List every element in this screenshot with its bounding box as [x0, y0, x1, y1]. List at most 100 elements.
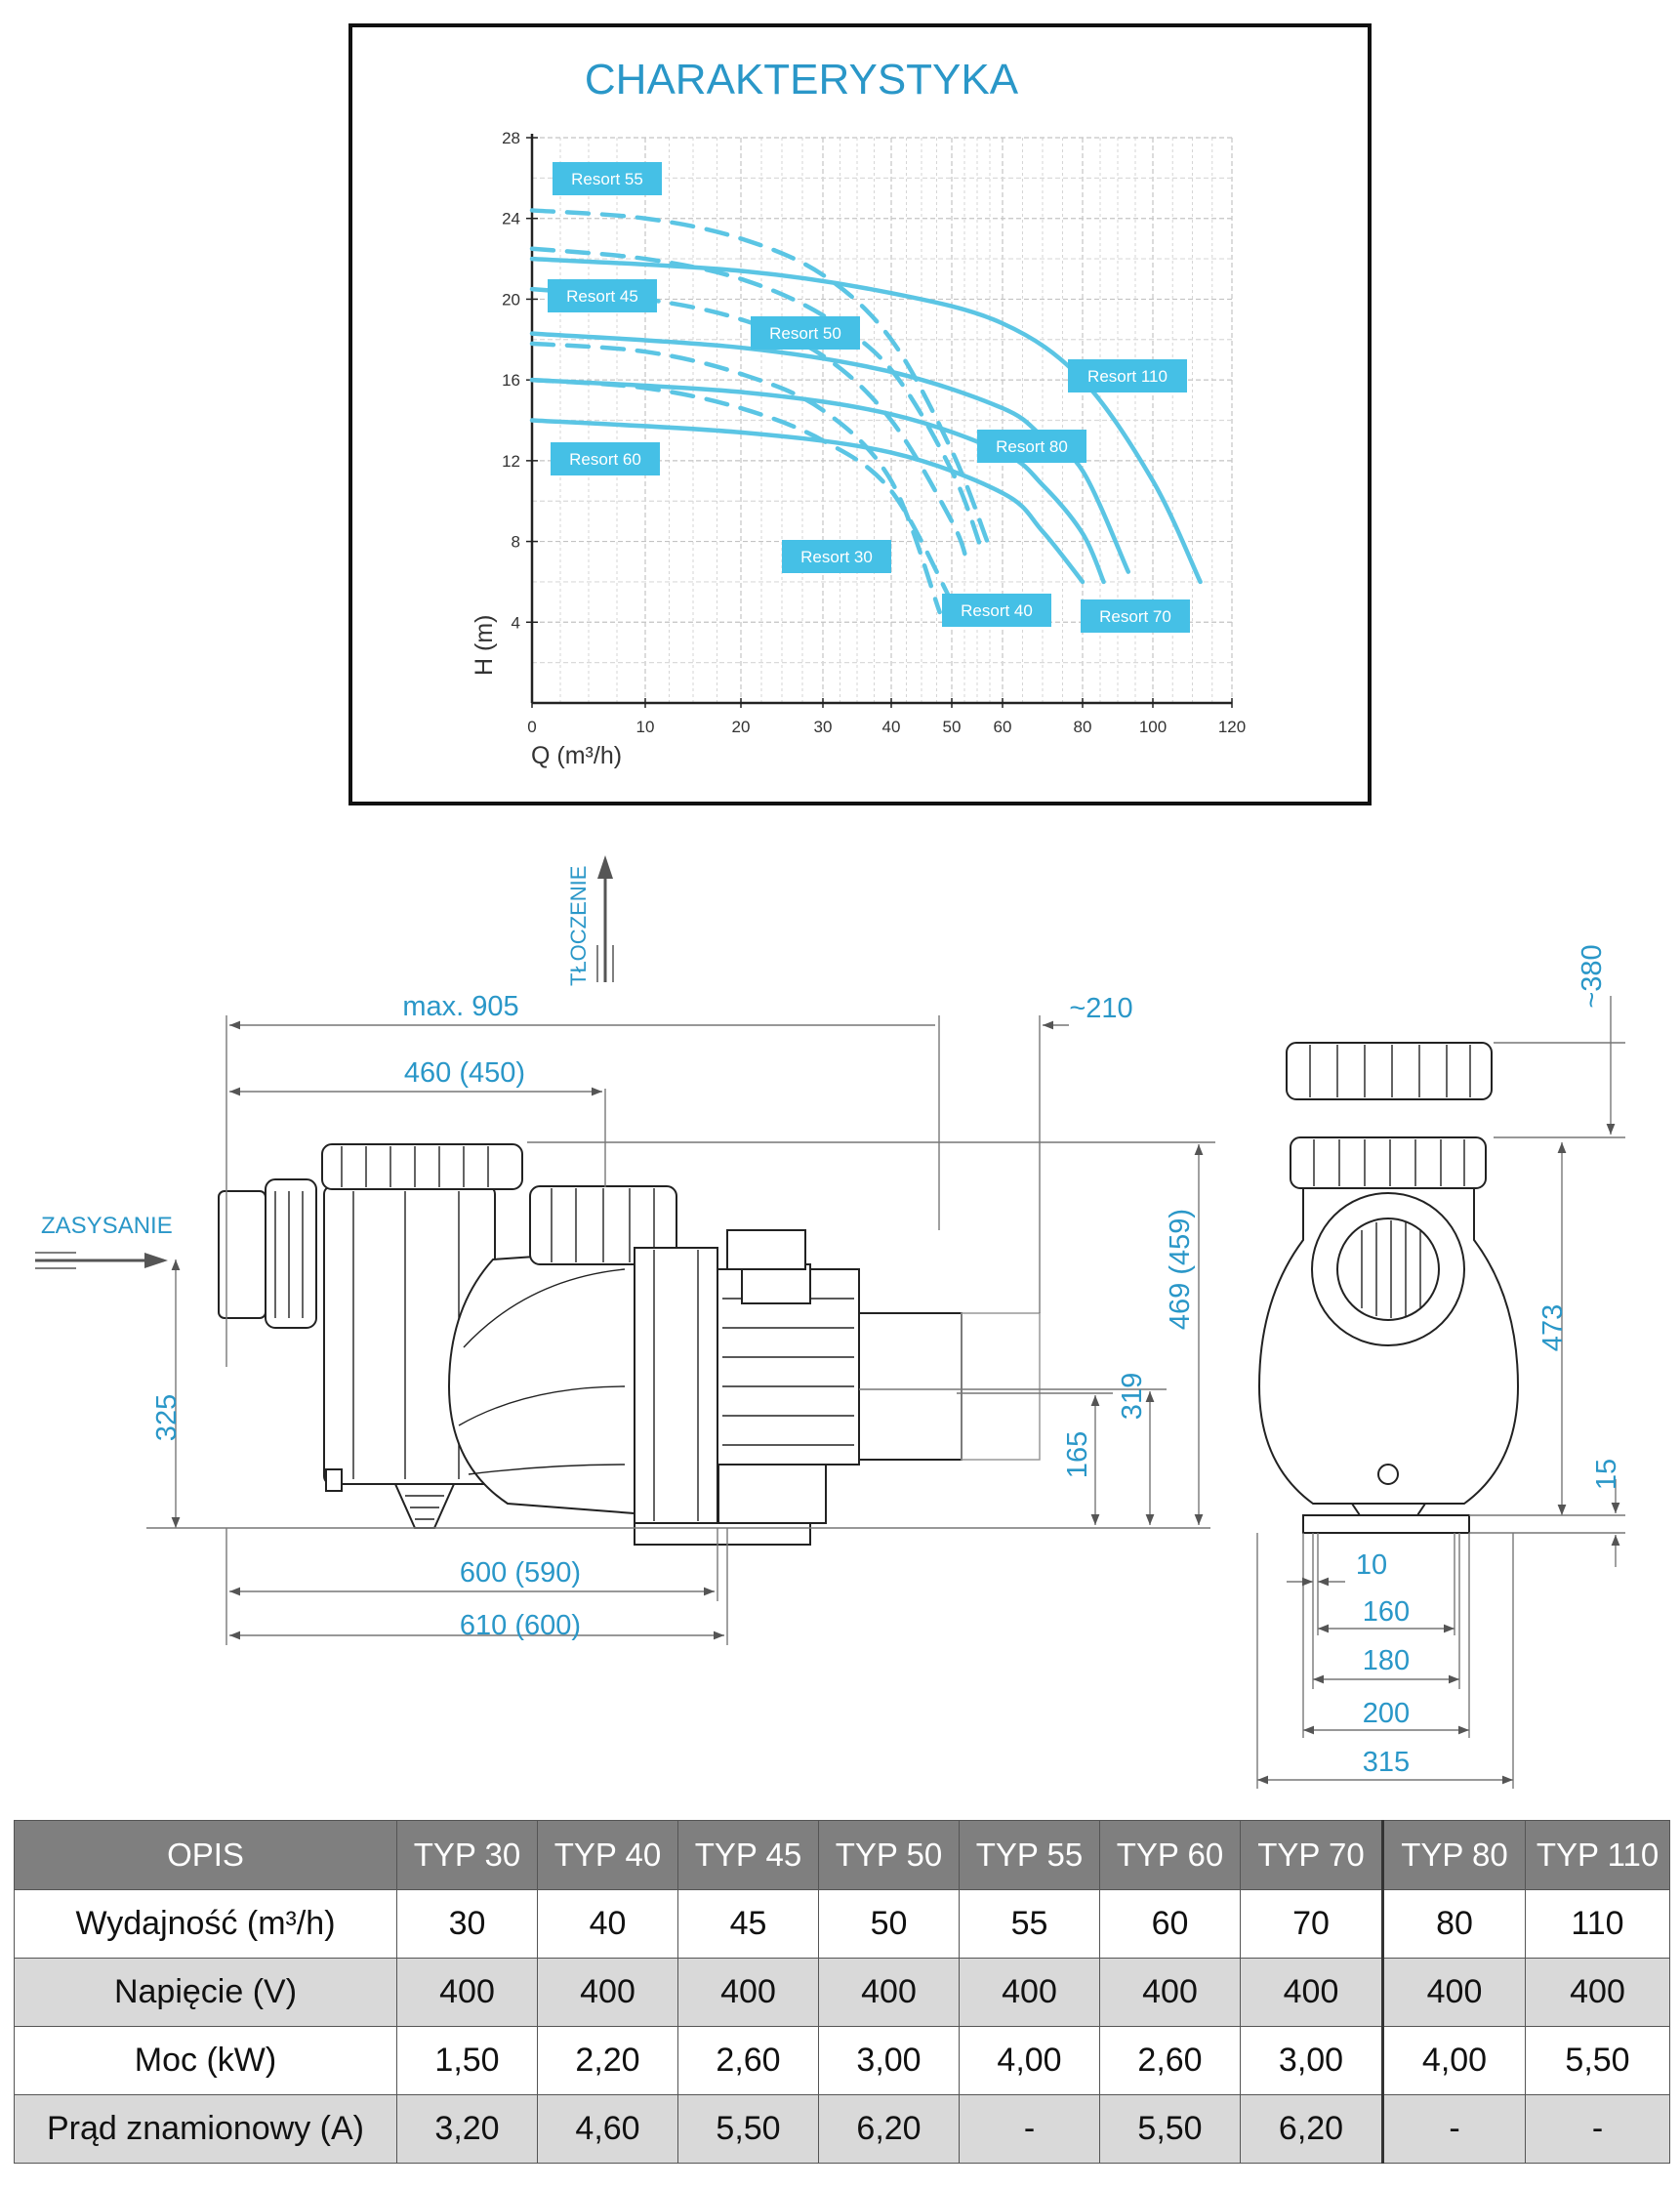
x-tick-label: 100 — [1139, 718, 1167, 736]
column-header: TYP 110 — [1525, 1820, 1670, 1890]
column-header: TYP 70 — [1240, 1820, 1383, 1890]
pump-front-view — [1257, 1042, 1520, 1534]
side-dimension-lines — [146, 1015, 1215, 1645]
dim-base-length: 600 (590) — [460, 1557, 581, 1589]
dim-foot-height: 165 — [1062, 1431, 1093, 1478]
table-cell: 4,60 — [537, 2094, 678, 2164]
row-label: Moc (kW) — [14, 2026, 397, 2095]
table-row: Napięcie (V) 400 400 400 400 400 400 400… — [14, 1958, 1670, 2027]
series-label: Resort 30 — [800, 548, 873, 566]
series-label-box — [551, 442, 660, 475]
y-tick-label: 4 — [512, 613, 520, 632]
table-cell: 40 — [537, 1889, 678, 1959]
table-cell: 3,00 — [818, 2026, 960, 2095]
table-row: Moc (kW) 1,50 2,20 2,60 3,00 4,00 2,60 3… — [14, 2026, 1670, 2095]
table-cell: 4,00 — [1381, 2026, 1526, 2095]
column-header: TYP 45 — [677, 1820, 819, 1890]
table-cell: 70 — [1240, 1889, 1383, 1959]
table-cell: 6,20 — [1240, 2094, 1383, 2164]
column-header: TYP 55 — [959, 1820, 1100, 1890]
column-header: TYP 50 — [818, 1820, 960, 1890]
series-line — [529, 331, 1131, 574]
pump-side-view — [218, 1143, 1041, 1546]
series-label-box — [1081, 599, 1190, 633]
table-row: Prąd znamionowy (A) 3,20 4,60 5,50 6,20 … — [14, 2094, 1670, 2164]
table-cell: 5,50 — [677, 2094, 819, 2164]
column-header: TYP 40 — [537, 1820, 678, 1890]
dim-basket-axis: 460 (450) — [404, 1057, 525, 1089]
y-tick-label: 20 — [502, 290, 520, 309]
dim-outlet-height: 469 (459) — [1165, 1209, 1196, 1330]
x-tick-label: 40 — [882, 718, 901, 736]
row-label: Prąd znamionowy (A) — [14, 2094, 397, 2164]
column-header: TYP 30 — [396, 1820, 538, 1890]
x-tick-label: 10 — [636, 718, 655, 736]
table-cell: 5,50 — [1099, 2094, 1241, 2164]
dim-foot-180: 180 — [1363, 1645, 1410, 1676]
series-label-box — [942, 594, 1051, 627]
x-tick-label: 50 — [943, 718, 962, 736]
series-label: Resort 80 — [996, 437, 1068, 456]
series-label-box — [1068, 359, 1187, 392]
y-tick-label: 8 — [512, 533, 520, 552]
dim-base-plate: 15 — [1591, 1459, 1622, 1490]
table-cell: 110 — [1525, 1889, 1670, 1959]
table-cell: 3,00 — [1240, 2026, 1383, 2095]
dim-lid-clearance: ~380 — [1577, 944, 1608, 1008]
series-label: Resort 70 — [1099, 607, 1171, 626]
series-label: Resort 45 — [566, 287, 638, 306]
table-cell: 5,50 — [1525, 2026, 1670, 2095]
x-axis-label: Q (m³/h) — [531, 742, 622, 769]
table-cell: 30 — [396, 1889, 538, 1959]
series-label-box — [782, 540, 891, 573]
series-label: Resort 55 — [571, 170, 643, 188]
dim-max-length: max. 905 — [402, 991, 518, 1022]
table-cell: - — [1381, 2094, 1526, 2164]
dim-inlet-height: 325 — [151, 1394, 183, 1441]
dim-width-315: 315 — [1363, 1747, 1410, 1778]
series-label-box — [548, 279, 657, 312]
table-cell: 45 — [677, 1889, 819, 1959]
table-cell: 55 — [959, 1889, 1100, 1959]
inlet-arrow — [35, 1252, 168, 1269]
dim-foot-10: 10 — [1356, 1549, 1387, 1581]
table-cell: 400 — [1240, 1958, 1383, 2027]
table-cell: - — [1525, 2094, 1670, 2164]
table-cell: 400 — [959, 1958, 1100, 2027]
dim-total-length: 610 (600) — [460, 1610, 581, 1641]
x-tick-label: 80 — [1074, 718, 1092, 736]
y-tick-label: 24 — [502, 210, 520, 228]
column-header: TYP 80 — [1381, 1820, 1526, 1890]
table-cell: 400 — [537, 1958, 678, 2027]
x-tick-label: 60 — [994, 718, 1012, 736]
series-label-box — [553, 162, 662, 195]
outlet-label: TŁOCZENIE — [566, 866, 591, 986]
table-row: Wydajność (m³/h) 30 40 45 50 55 60 70 80… — [14, 1889, 1670, 1959]
y-tick-label: 28 — [502, 129, 520, 147]
series-line — [529, 341, 942, 615]
dim-motor-axis: 319 — [1117, 1373, 1148, 1420]
inlet-label: ZASYSANIE — [41, 1213, 173, 1239]
table-cell: 400 — [1381, 1958, 1526, 2027]
table-cell: 80 — [1381, 1889, 1526, 1959]
performance-chart: CHARAKTERYSTYKA 0 10 20 30 40 50 60 80 100 120 4 8 1… — [471, 56, 1246, 769]
series-line — [529, 377, 1106, 585]
table-cell: 400 — [677, 1958, 819, 2027]
outlet-arrow — [596, 855, 614, 982]
table-cell: 50 — [818, 1889, 960, 1959]
table-cell: 400 — [818, 1958, 960, 2027]
x-tick-label: 0 — [527, 718, 536, 736]
series-label: Resort 60 — [569, 450, 641, 469]
table-cell: 2,20 — [537, 2026, 678, 2095]
x-tick-label: 30 — [814, 718, 833, 736]
y-tick-label: 12 — [502, 452, 520, 471]
table-cell: 6,20 — [818, 2094, 960, 2164]
table-cell: 400 — [1525, 1958, 1670, 2027]
chart-title: CHARAKTERYSTYKA — [585, 56, 1019, 103]
table-cell: 400 — [396, 1958, 538, 2027]
dim-motor-clearance: ~210 — [1069, 993, 1132, 1024]
table-cell: 4,00 — [959, 2026, 1100, 2095]
dim-foot-200: 200 — [1363, 1698, 1410, 1729]
x-tick-label: 120 — [1218, 718, 1246, 736]
